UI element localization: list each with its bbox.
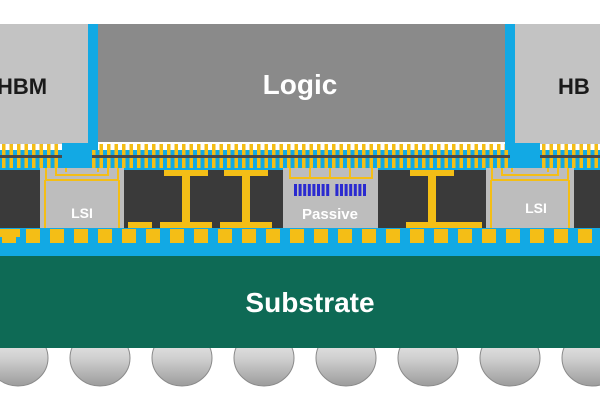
capacitor-cell [335,184,339,196]
capacitor-cell [312,184,316,196]
c4-bump [242,229,256,243]
capacitor-cell [353,184,357,196]
lsi-right-wiring [490,168,570,228]
c4-bump [554,229,568,243]
c4-bump [338,229,352,243]
via-bottom-cap [128,222,152,228]
capacitor-cell [326,184,330,196]
capacitor-cell [303,184,307,196]
right-bridge-pad [510,143,540,169]
c4-bump [506,229,520,243]
lsi-right-label: LSI [525,200,547,216]
c4-bump [218,229,232,243]
c4-bump [146,229,160,243]
via-bottom-cap [220,222,272,228]
c4-bump [194,229,208,243]
lsi-right-bridge [486,168,574,228]
c4-bump [362,229,376,243]
capacitor-cell [298,184,302,196]
c4-bump-edge [0,229,20,237]
capacitor-cell [321,184,325,196]
logic-label: Logic [263,69,338,100]
c4-bump [410,229,424,243]
top-micro-bumps [0,144,600,168]
bottom-c4-bumps [0,229,592,243]
c4-bump [458,229,472,243]
c4-bump [26,229,40,243]
capacitor-cell [344,184,348,196]
capacitor-cell [340,184,343,196]
c4-bump [122,229,136,243]
via-shaft [182,170,190,228]
via-shaft [428,170,436,228]
c4-bump [170,229,184,243]
via-bottom-cap [458,222,482,228]
c4-bump [74,229,88,243]
logic-die [98,24,505,142]
via-bottom-cap [406,222,458,228]
lsi-left-wiring [44,168,120,228]
left-bridge-pad [62,143,92,169]
hbm-left-label: HBM [0,74,47,99]
hbm-right-die [515,24,600,144]
c4-bump [50,229,64,243]
c4-bump [290,229,304,243]
substrate-label: Substrate [245,287,374,318]
capacitor-cell [317,184,320,196]
capacitor-cell [294,184,297,196]
c4-bump [386,229,400,243]
hbm-left-die [0,24,88,144]
capacitor-cell [358,184,362,196]
c4-bump [578,229,592,243]
passive-label: Passive [302,206,358,223]
c4-bump [530,229,544,243]
capacitor-cell [349,184,353,196]
capacitor-cell [363,184,366,196]
c4-bump [98,229,112,243]
left-gap-fill [88,24,98,150]
lsi-left-label: LSI [71,205,93,221]
hbm-right-label: HB [558,74,590,99]
bump-band [0,155,600,158]
right-gap-fill [505,24,515,150]
c4-bump [482,229,496,243]
through-mold-vias [128,170,482,228]
c4-bump [266,229,280,243]
via-shaft [242,170,250,228]
substrate [0,255,600,348]
passive-wiring [289,168,373,179]
passive-capacitor-array [294,184,366,196]
lsi-left-bridge [40,168,124,228]
c4-bump [434,229,448,243]
capacitor-cell [307,184,311,196]
c4-bump [314,229,328,243]
via-bottom-cap [160,222,212,228]
